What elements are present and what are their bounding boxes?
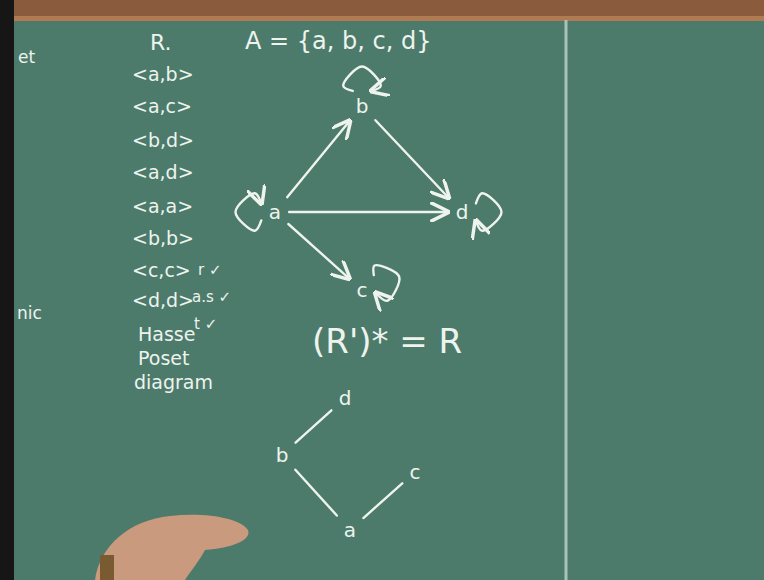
relation-arrow <box>375 120 448 198</box>
vertex-letter: a <box>269 200 281 224</box>
hand <box>95 515 249 580</box>
hasse-line <box>296 410 332 442</box>
self-loop <box>235 193 261 231</box>
vertex-label: b <box>351 94 374 119</box>
wood-frame <box>0 0 764 20</box>
relation-arrow <box>289 211 448 213</box>
vertex-label: d <box>451 200 474 225</box>
relation-pair: <b,b> <box>132 228 194 250</box>
property-check: a.s ✓ <box>192 289 231 306</box>
note-word: Poset <box>138 348 189 370</box>
vertex-letter: b <box>356 94 369 118</box>
hasse-line <box>295 470 337 516</box>
relation-pair: <a,c> <box>132 96 192 118</box>
relation-pair: <a,b> <box>132 64 194 86</box>
vertex-label: c <box>405 460 426 485</box>
vertex-label: d <box>334 386 357 411</box>
self-loop <box>476 193 502 231</box>
vertex-label: b <box>271 443 294 468</box>
vertex-letter: a <box>344 518 356 542</box>
relation-pair: <d,d> <box>132 290 194 312</box>
closure-equation: (R')* = R <box>312 322 462 361</box>
vertex-letter: d <box>456 200 469 224</box>
relation-pair: <c,c> <box>132 260 191 282</box>
relation-arrow <box>288 224 349 279</box>
board-divider <box>565 20 568 580</box>
vertex-label: a <box>339 518 361 543</box>
wood-frame-edge <box>0 16 764 21</box>
vertex-letter: c <box>410 460 421 484</box>
relation-pair: <a,a> <box>132 196 193 218</box>
self-loop <box>343 67 381 91</box>
cut-off-word: nic <box>17 304 42 324</box>
vertex-letter: d <box>339 386 352 410</box>
hasse-line <box>363 483 402 518</box>
relation-arrow <box>287 121 350 197</box>
left-frame <box>0 0 14 580</box>
property-check: t ✓ <box>194 316 217 333</box>
note-word: Hasse <box>138 324 195 346</box>
heading-letter: R. <box>150 30 172 55</box>
cut-off-word: et <box>18 48 35 68</box>
note-word: diagram <box>134 372 213 394</box>
vertex-letter: b <box>276 443 289 467</box>
vertex-label: a <box>264 200 286 225</box>
relation-pair: <a,d> <box>132 162 194 184</box>
self-loop <box>373 265 399 301</box>
property-check: r ✓ <box>198 262 222 279</box>
vertex-label: c <box>352 278 373 303</box>
set-definition: A = {a, b, c, d} <box>245 28 431 56</box>
relation-pair: <b,d> <box>132 130 194 152</box>
vertex-letter: c <box>357 278 368 302</box>
watch <box>100 555 114 580</box>
